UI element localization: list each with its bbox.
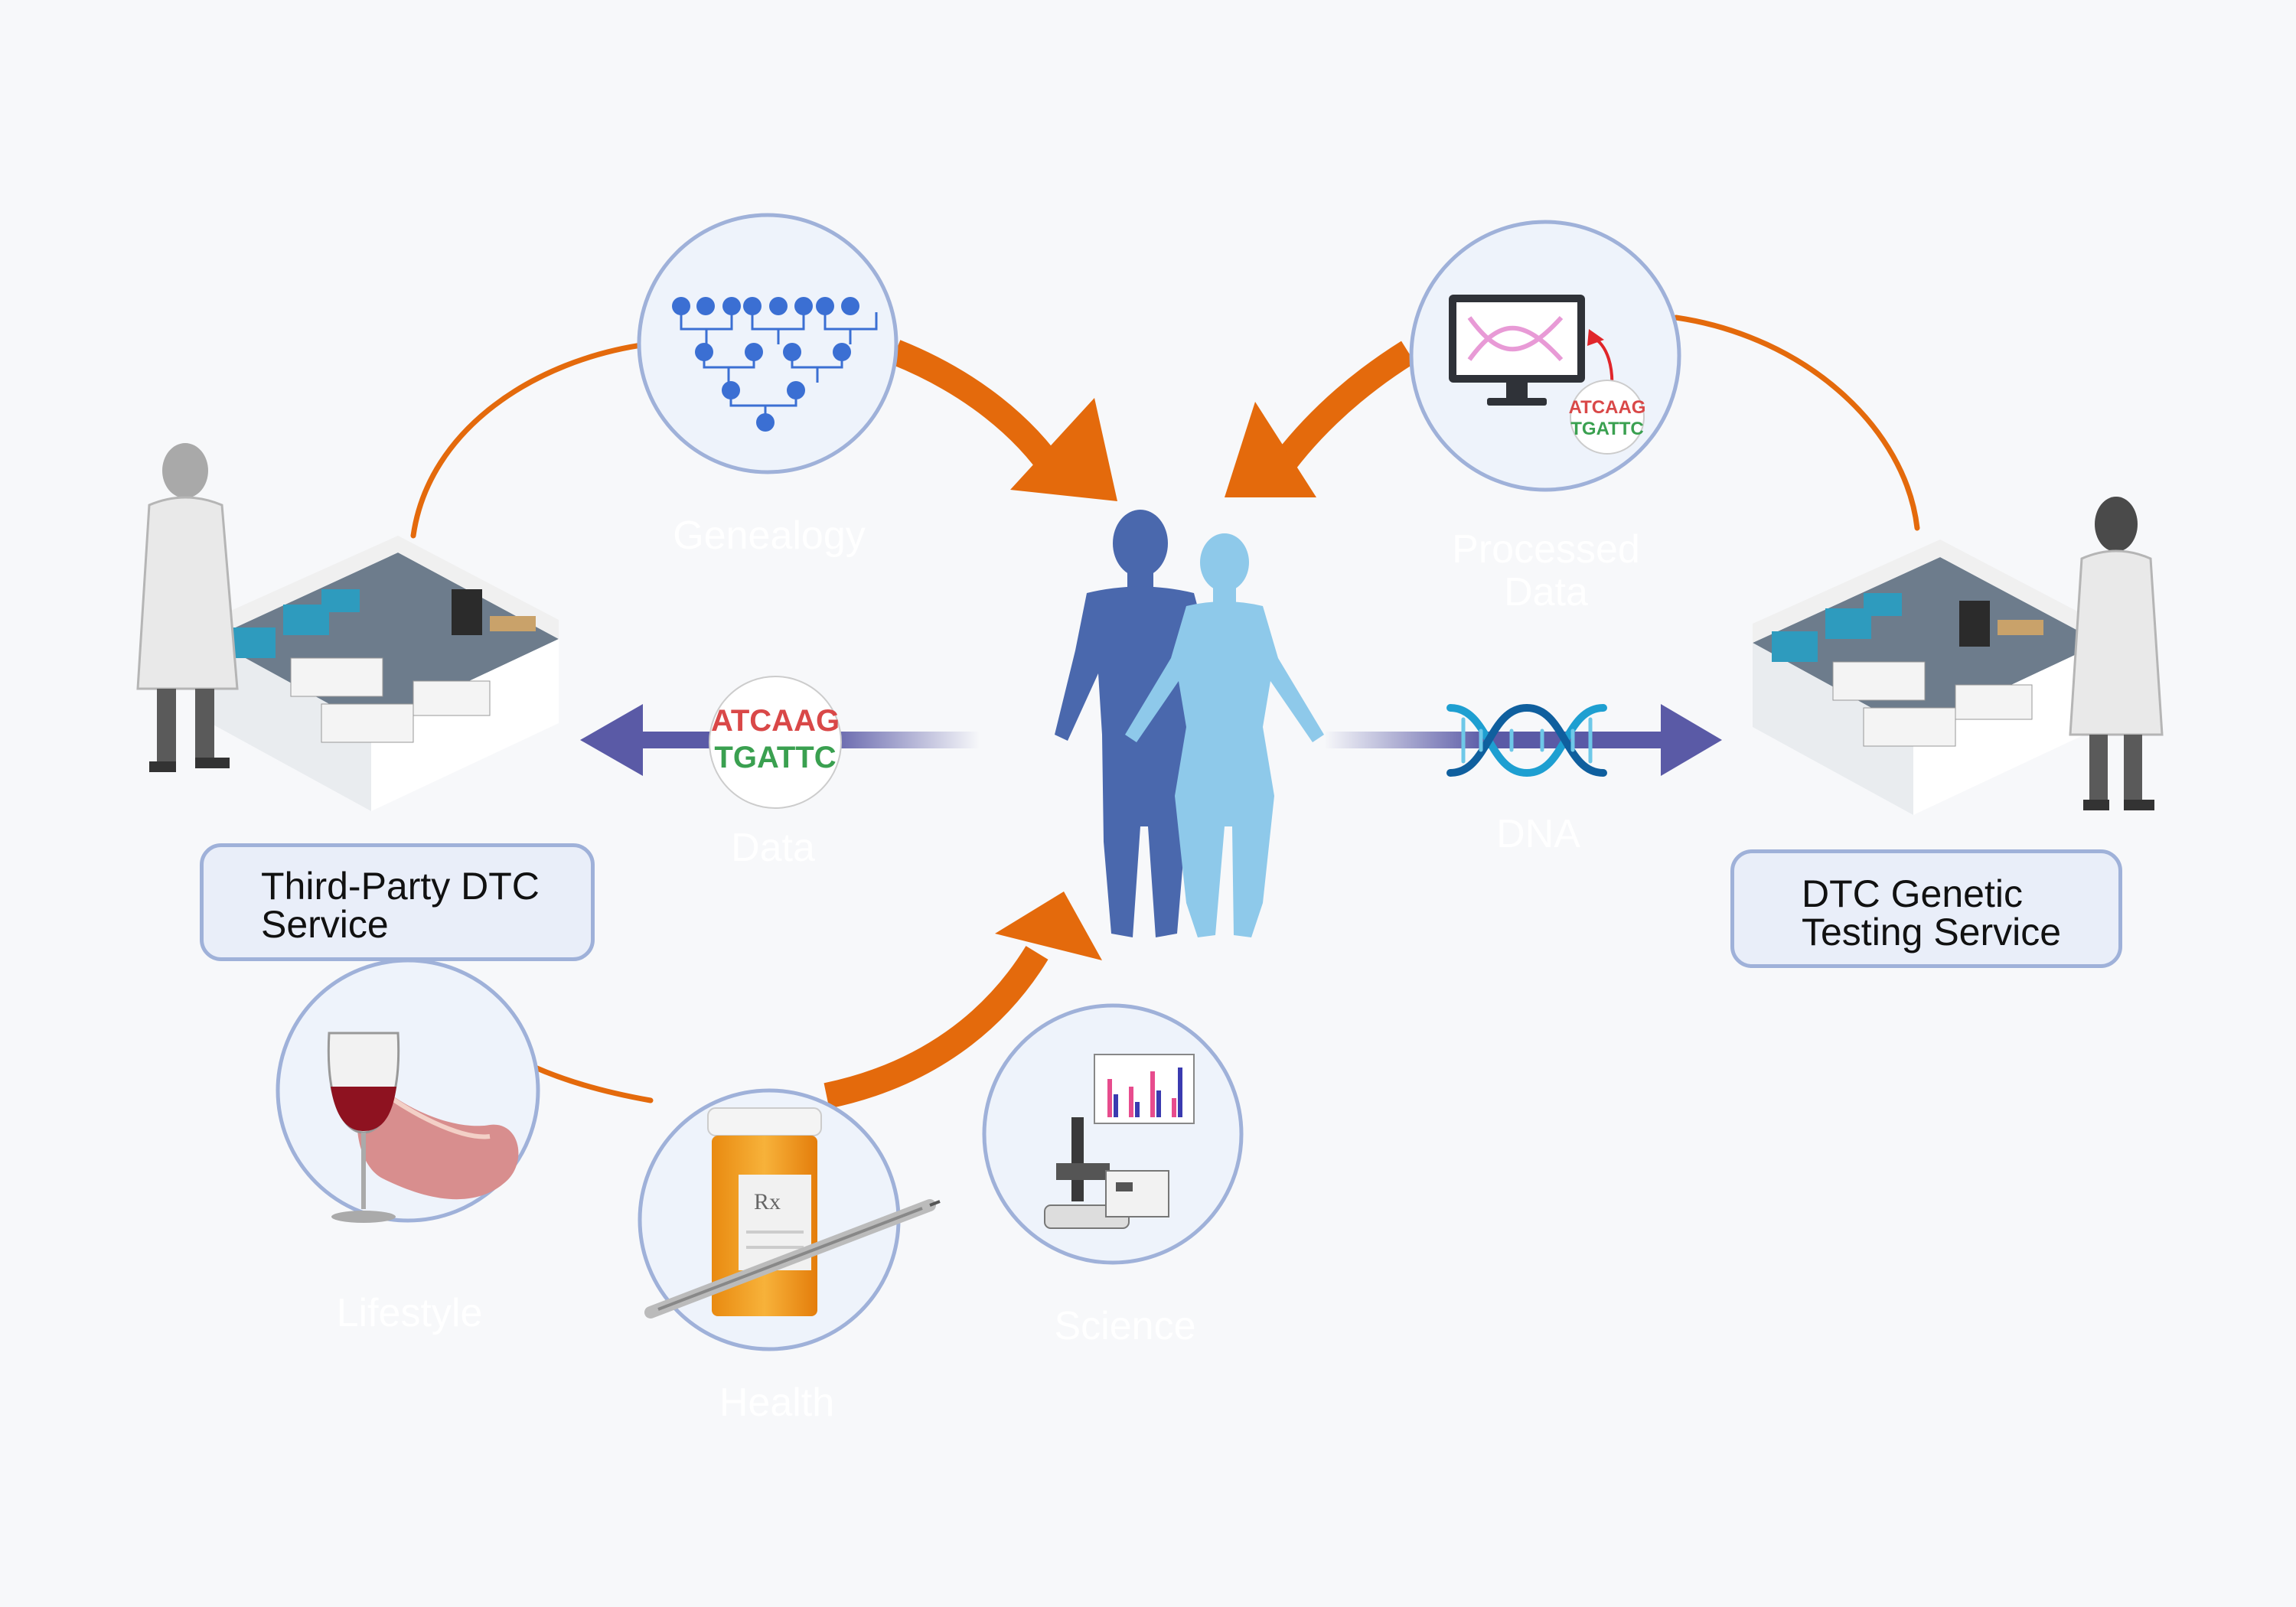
dna-label: DNA — [1496, 812, 1580, 856]
flow-arrow-health — [823, 892, 1102, 1109]
data-seq-bottom: TGATTC — [714, 741, 836, 774]
data-circle: ATCAAG TGATTC — [709, 676, 842, 809]
dtc-genetic-testing-service-label: DTC Genetic Testing Service — [1802, 872, 2062, 953]
flow-arrow-genealogy — [890, 340, 1117, 501]
wine-meat-icon — [327, 1032, 519, 1223]
third-party-dtc-service-label: Third-Party DTC Service — [261, 865, 540, 946]
health-label: Health — [719, 1380, 835, 1425]
arc-left-top — [410, 341, 650, 539]
third-party-dtc-service-box: Third-Party DTC Service — [200, 843, 595, 961]
dtc-genetic-testing-service-box: DTC Genetic Testing Service — [1730, 849, 2122, 968]
flow-arrow-processed-data — [1225, 341, 1416, 497]
family-tree-nodes — [672, 297, 859, 432]
processed-seq-top: ATCAAG — [1569, 397, 1646, 418]
scientist-icon-left — [136, 443, 239, 772]
processed-data-circle: ATCAAG TGATTC — [1409, 220, 1681, 492]
processed-seq-bottom: TGATTC — [1570, 419, 1644, 439]
family-tree-icon — [680, 312, 878, 417]
science-label: Science — [1054, 1304, 1196, 1348]
pill-bottle-syringe-icon: Rx — [644, 1107, 941, 1319]
lifestyle-circle — [276, 958, 540, 1223]
monitor-dna-icon: ATCAAG TGATTC — [1449, 295, 1646, 455]
processed-data-label: Processed Data — [1452, 527, 1640, 614]
female-figure — [1125, 533, 1324, 937]
laboratory-icon-left — [210, 536, 559, 811]
data-label: Data — [731, 826, 815, 870]
laboratory-icon-right — [1753, 539, 2101, 815]
health-circle: Rx — [638, 1088, 941, 1351]
genealogy-circle — [637, 213, 899, 474]
human-figures-icon — [1055, 510, 1324, 937]
data-seq-top: ATCAAG — [711, 704, 840, 738]
scientist-icon-right — [2069, 497, 2164, 810]
lifestyle-label: Lifestyle — [336, 1291, 483, 1335]
science-circle — [982, 1003, 1244, 1265]
rx-mark: Rx — [754, 1189, 781, 1214]
microscope-chart-icon — [1044, 1054, 1195, 1229]
dna-arrow-right — [1324, 704, 1722, 776]
arc-right-top — [1673, 315, 1920, 531]
genealogy-label: Genealogy — [673, 513, 866, 558]
dna-helix-icon — [1446, 703, 1607, 777]
